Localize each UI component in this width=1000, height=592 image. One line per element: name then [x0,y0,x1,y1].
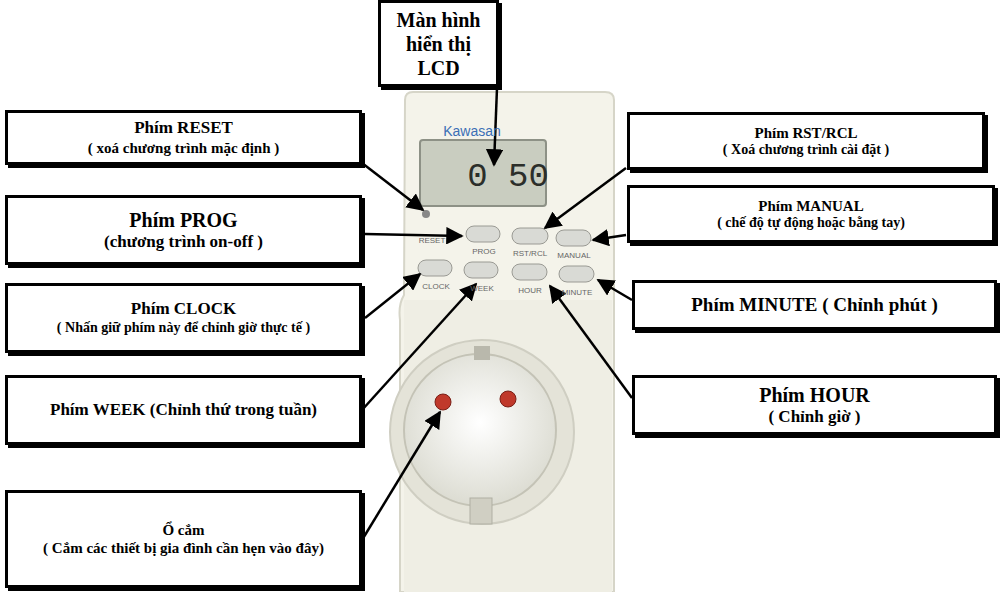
callout-description: ( Chỉnh giờ ) [768,407,860,427]
leader-line [593,235,626,240]
callout-title: Phím WEEK (Chỉnh thứ trong tuần) [50,400,317,420]
leader-line [362,284,476,410]
callout-description: ( chế độ tự động hoặc bằng tay) [717,215,905,232]
leader-lines [362,88,632,540]
callout-description: ( Xoá chương trình cài đặt ) [723,142,889,159]
button-label: WEEK [470,284,494,293]
brand-name: Kawasan [443,123,501,139]
leader-line [598,280,632,300]
leader-line [550,286,632,398]
button [559,266,594,282]
callout-title: Phím MANUAL [758,197,863,215]
callout-title: Màn hình hiển thị LCD [387,8,490,80]
socket-pin [500,391,516,407]
callout-title: Phím HOUR [759,383,870,407]
socket-rim [390,340,574,524]
button [512,228,548,244]
callout-title: Phím RST/RCL [755,124,858,142]
button-label: RESET [419,236,446,245]
leader-line [545,168,626,228]
button-label: PROG [472,247,496,256]
button-label: MINUTE [562,288,593,297]
button-label: RST/RCL [513,249,547,258]
callout-description: ( Cắm các thiết bị gia đình cần hẹn vào … [43,539,324,557]
callout-box: Phím RST/RCL( Xoá chương trình cài đặt ) [627,112,985,170]
callout-box: Phím PROG(chương trình on-off ) [5,195,362,265]
callout-title: Phím PROG [129,208,237,232]
socket-face [404,354,556,506]
button-label: CLOCK [422,282,450,291]
callout-box: Phím HOUR( Chỉnh giờ ) [632,375,997,435]
leader-line [365,234,462,236]
callout-box: Phím MINUTE ( Chỉnh phút ) [632,280,997,330]
callout-description: ( xoá chương trình mặc định ) [88,139,280,157]
callout-description: (chương trình on-off ) [104,232,263,252]
lcd-digits: 0 50 [467,158,549,196]
button-label: HOUR [518,286,542,295]
callout-title: Phím CLOCK [131,299,236,319]
leader-line [362,412,440,540]
button [464,262,498,278]
ground-clip [470,498,492,524]
ground-clip [474,346,490,360]
callout-box: Màn hình hiển thị LCD [378,0,499,87]
callout-title: Phím MINUTE ( Chỉnh phút ) [691,294,938,317]
callout-box: Phím RESET( xoá chương trình mặc định ) [5,110,362,165]
callout-box: Phím MANUAL( chế độ tự động hoặc bằng ta… [627,185,995,243]
callout-title: Phím RESET [134,118,233,138]
button-label: MANUAL [557,251,590,260]
leader-line [365,274,420,318]
callout-box: Ổ cắm( Cắm các thiết bị gia đình cần hẹn… [5,490,362,588]
button [556,230,591,246]
button [418,260,452,276]
socket-pin [435,394,451,410]
leader-line [362,163,423,210]
button [512,264,547,280]
callout-description: ( Nhấn giữ phím này để chỉnh giờ thực tế… [57,320,310,337]
reset-hole [422,210,430,218]
button [466,226,500,242]
callout-box: Phím WEEK (Chỉnh thứ trong tuần) [5,375,362,445]
callout-title: Ổ cắm [162,521,204,539]
callout-box: Phím CLOCK( Nhấn giữ phím này để chỉnh g… [5,283,362,353]
